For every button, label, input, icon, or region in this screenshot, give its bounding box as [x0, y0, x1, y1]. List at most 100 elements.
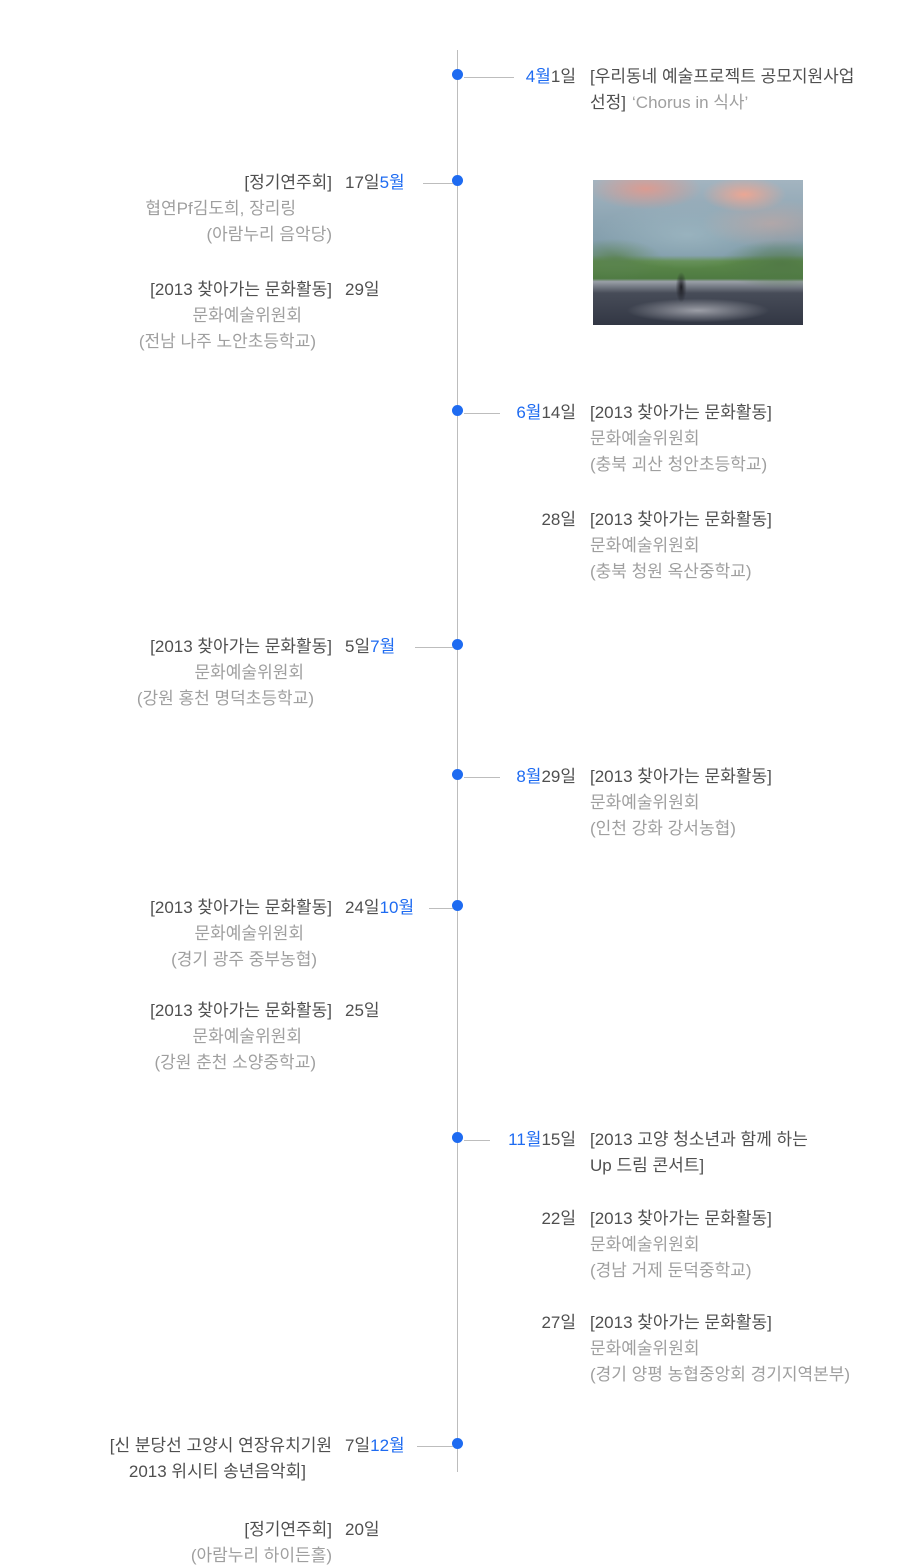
event-description: [2013 찾아가는 문화활동] 문화예술위원회 (경기 광주 중부농협)	[40, 895, 345, 973]
event-title: [2013 찾아가는 문화활동]	[150, 280, 332, 299]
event-date-label: 11월15일	[458, 1127, 576, 1153]
event-subtitle: 문화예술위원회	[590, 1339, 700, 1358]
event-subtitle: (경남 거제 둔덕중학교)	[590, 1261, 752, 1280]
event-description: [2013 찾아가는 문화활동] 문화예술위원회 (경기 양평 농협중앙회 경기…	[590, 1310, 850, 1388]
connector-line	[417, 1446, 453, 1447]
event-subtitle: 문화예술위원회	[192, 1027, 302, 1046]
event-subtitle: (강원 홍천 명덕초등학교)	[136, 689, 314, 708]
day-label: 15일	[541, 1130, 576, 1149]
event-subtitle: 문화예술위원회	[590, 1235, 700, 1254]
timeline-dot-july	[452, 639, 463, 650]
timeline-event: 4월1일 [우리동네 예술프로젝트 공모지원사업 선정]‘Chorus in 식…	[458, 64, 854, 116]
timeline-event: 8월29일 [2013 찾아가는 문화활동] 문화예술위원회 (인천 강화 강서…	[458, 764, 772, 842]
timeline-event: [2013 찾아가는 문화활동] 문화예술위원회 (전남 나주 노안초등학교) …	[40, 277, 453, 355]
event-subtitle: (충북 괴산 청안초등학교)	[590, 455, 768, 474]
event-subtitle: 문화예술위원회	[590, 793, 700, 812]
event-subtitle: (전남 나주 노안초등학교)	[138, 332, 316, 351]
event-description: [우리동네 예술프로젝트 공모지원사업 선정]‘Chorus in 식사’	[590, 64, 854, 116]
month-label: 7월	[370, 637, 396, 656]
month-label: 10월	[379, 898, 415, 917]
month-label: 12월	[370, 1436, 405, 1455]
connector-line	[423, 183, 453, 184]
event-title: [2013 찾아가는 문화활동]	[590, 767, 772, 786]
day-label: 27일	[541, 1313, 576, 1332]
day-label: 29일	[541, 767, 576, 786]
timeline-event: [2013 찾아가는 문화활동] 문화예술위원회 (강원 춘천 소양중학교) 2…	[40, 998, 453, 1076]
event-title: [2013 찾아가는 문화활동]	[590, 1209, 772, 1228]
event-subtitle: 문화예술위원회	[590, 536, 700, 555]
day-label: 29일	[345, 280, 380, 299]
timeline-event: 27일 [2013 찾아가는 문화활동] 문화예술위원회 (경기 양평 농협중앙…	[458, 1310, 850, 1388]
month-label: 5월	[379, 173, 405, 192]
event-description: [2013 고양 청소년과 함께 하는 Up 드림 콘서트]	[590, 1127, 808, 1179]
month-label: 4월	[525, 67, 551, 86]
timeline-dot-june	[452, 405, 463, 416]
day-label: 5일	[345, 637, 371, 656]
month-label: 6월	[516, 403, 542, 422]
event-title: 선정]‘Chorus in 식사’	[590, 90, 854, 116]
event-description: [2013 찾아가는 문화활동] 문화예술위원회 (강원 춘천 소양중학교)	[40, 998, 345, 1076]
event-description: [정기연주회] 협연Pf김도희, 장리링 (아람누리 음악당)	[40, 170, 345, 248]
timeline-event: [2013 찾아가는 문화활동] 문화예술위원회 (강원 홍천 명덕초등학교) …	[40, 634, 453, 712]
day-label: 24일	[345, 898, 380, 917]
event-description: [2013 찾아가는 문화활동] 문화예술위원회 (인천 강화 강서농협)	[590, 764, 772, 842]
event-date-label: 17일5월	[345, 170, 453, 196]
day-label: 20일	[345, 1520, 380, 1539]
timeline-dot-august	[452, 769, 463, 780]
event-title: [2013 찾아가는 문화활동]	[150, 898, 332, 917]
event-title: [2013 찾아가는 문화활동]	[590, 403, 772, 422]
event-title: [2013 찾아가는 문화활동]	[150, 637, 332, 656]
connector-line	[464, 77, 514, 78]
event-date-label: 24일10월	[345, 895, 453, 921]
event-subtitle: (강원 춘천 소양중학교)	[154, 1053, 316, 1072]
event-date-label: 27일	[458, 1310, 576, 1336]
event-subtitle: (충북 청원 옥산중학교)	[590, 562, 752, 581]
event-subtitle: 문화예술위원회	[194, 663, 304, 682]
day-label: 7일	[345, 1436, 371, 1455]
timeline-vertical-line	[457, 50, 458, 1472]
event-description: [2013 찾아가는 문화활동] 문화예술위원회 (경남 거제 둔덕중학교)	[590, 1206, 772, 1284]
day-label: 22일	[541, 1209, 576, 1228]
event-date-label: 20일	[345, 1517, 453, 1543]
connector-line	[415, 647, 453, 648]
timeline-dot-april	[452, 69, 463, 80]
timeline-event: 11월15일 [2013 고양 청소년과 함께 하는 Up 드림 콘서트]	[458, 1127, 808, 1179]
event-date-label: 5일7월	[345, 634, 453, 660]
event-date-label: 28일	[458, 507, 576, 533]
event-description: [2013 찾아가는 문화활동] 문화예술위원회 (충북 청원 옥산중학교)	[590, 507, 772, 585]
event-title: [2013 찾아가는 문화활동]	[590, 510, 772, 529]
timeline-dot-october	[452, 900, 463, 911]
event-title: [정기연주회]	[244, 1520, 332, 1539]
timeline-dot-november	[452, 1132, 463, 1143]
event-title-dark: 선정]	[590, 93, 627, 112]
timeline-event: [정기연주회] 협연Pf김도희, 장리링 (아람누리 음악당) 17일5월	[40, 170, 453, 248]
day-label: 17일	[345, 173, 380, 192]
event-description: [정기연주회] (아람누리 하이든홀)	[40, 1517, 345, 1567]
event-title: 2013 위시티 송년음악회]	[128, 1462, 306, 1481]
timeline-event: [2013 찾아가는 문화활동] 문화예술위원회 (경기 광주 중부농협) 24…	[40, 895, 453, 973]
day-label: 14일	[541, 403, 576, 422]
connector-line	[464, 777, 500, 778]
event-title: [우리동네 예술프로젝트 공모지원사업	[590, 67, 855, 86]
month-label: 11월	[508, 1130, 542, 1149]
event-title: [정기연주회]	[244, 173, 332, 192]
timeline-event: 22일 [2013 찾아가는 문화활동] 문화예술위원회 (경남 거제 둔덕중학…	[458, 1206, 772, 1284]
event-subtitle: (경기 광주 중부농협)	[171, 950, 317, 969]
event-date-label: 25일	[345, 998, 453, 1024]
concert-photo	[593, 180, 803, 325]
event-title: [2013 고양 청소년과 함께 하는	[590, 1130, 808, 1149]
day-label: 1일	[550, 67, 576, 86]
timeline-event: [신 분당선 고양시 연장유치기원 2013 위시티 송년음악회] 7일12월	[40, 1433, 453, 1485]
connector-line	[464, 1140, 490, 1141]
connector-line	[464, 413, 500, 414]
event-title: [신 분당선 고양시 연장유치기원	[109, 1436, 332, 1455]
event-description: [2013 찾아가는 문화활동] 문화예술위원회 (강원 홍천 명덕초등학교)	[40, 634, 345, 712]
event-subtitle: (경기 양평 농협중앙회 경기지역본부)	[590, 1365, 851, 1384]
event-subtitle: (아람누리 하이든홀)	[190, 1546, 332, 1565]
event-date-label: 4월1일	[458, 64, 576, 90]
event-date-label: 29일	[345, 277, 453, 303]
event-subtitle: (아람누리 음악당)	[206, 225, 332, 244]
timeline-event: [정기연주회] (아람누리 하이든홀) 20일	[40, 1517, 453, 1567]
event-description: [2013 찾아가는 문화활동] 문화예술위원회 (충북 괴산 청안초등학교)	[590, 400, 772, 478]
